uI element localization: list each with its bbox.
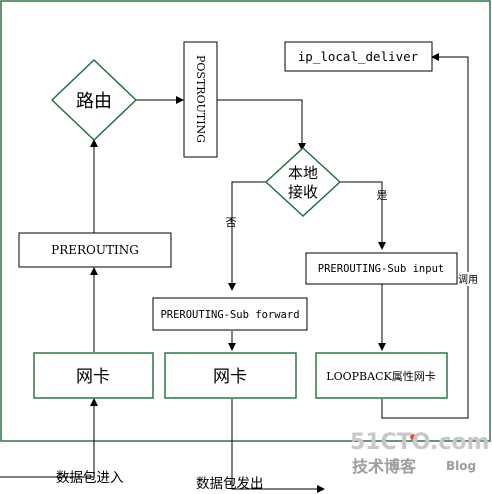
edge-yes-branch — [340, 181, 386, 250]
watermark-tagline: 技术博客 — [352, 457, 417, 476]
routing-label: 路由 — [76, 91, 112, 112]
edge-packet-in — [0, 398, 98, 478]
prerouting-sub-forward-label: PREROUTING-Sub forward — [160, 309, 299, 321]
local-receive-node: 本地 接收 — [264, 147, 342, 217]
packet-in-label: 数据包进入 — [56, 470, 124, 486]
watermark-blog: Blog — [446, 459, 476, 473]
yes-label: 是 — [377, 189, 388, 202]
watermark-site: 51CTO.com — [350, 430, 489, 455]
local-receive-label-2: 接收 — [288, 183, 318, 201]
routing-node: 路由 — [50, 59, 138, 141]
prerouting-label: PREROUTING — [51, 243, 139, 257]
prerouting-node: PREROUTING — [18, 232, 172, 268]
loopback-nic-label: LOOPBACK属性网卡 — [326, 369, 435, 383]
local-deliver-node: ip_local_deliver — [284, 41, 433, 72]
prerouting-sub-forward-node: PREROUTING-Sub forward — [152, 297, 308, 331]
edge-packet-out — [231, 399, 325, 493]
connectors — [0, 53, 469, 493]
prerouting-sub-input-node: PREROUTING-Sub input — [305, 252, 458, 285]
local-receive-label-1: 本地 — [288, 164, 318, 182]
postrouting-label: POSTROUTING — [194, 55, 207, 143]
prerouting-sub-input-label: PREROUTING-Sub input — [318, 263, 444, 275]
outer-frame — [0, 0, 491, 442]
nic-in-label: 网卡 — [76, 367, 110, 387]
nic-in-node: 网卡 — [33, 352, 154, 399]
packet-out-label: 数据包发出 — [196, 476, 264, 492]
local-deliver-label: ip_local_deliver — [298, 49, 419, 64]
watermark: 51CTO.com 技术博客 Blog — [350, 430, 489, 476]
call-label-bg — [457, 272, 479, 286]
watermark-dot — [410, 434, 416, 440]
loopback-nic-node: LOOPBACK属性网卡 — [315, 352, 448, 399]
edge-loopback-call — [381, 53, 469, 419]
nic-out-label: 网卡 — [213, 367, 247, 387]
edge-no-branch — [228, 181, 266, 291]
no-label: 否 — [226, 216, 237, 229]
call-label: 调用 — [458, 274, 478, 286]
edge-postrouting-to-local-receive — [217, 99, 306, 151]
postrouting-node: POSTROUTING — [183, 41, 218, 158]
nic-out-node: 网卡 — [164, 352, 297, 399]
